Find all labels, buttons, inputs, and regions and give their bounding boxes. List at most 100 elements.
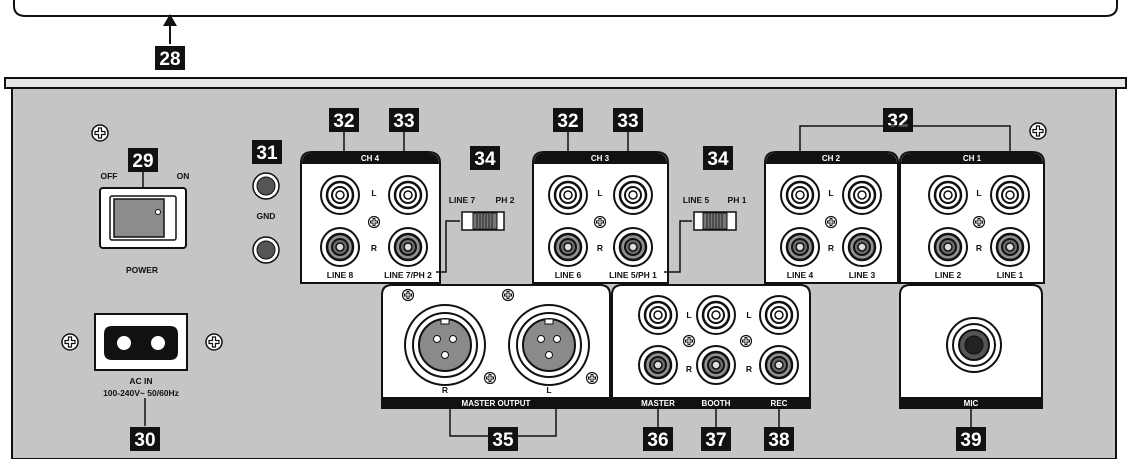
screw-icon: [972, 215, 986, 229]
line4-label: LINE 4: [787, 270, 814, 280]
ch2-line3-l-jack[interactable]: [841, 174, 883, 216]
svg-text:30: 30: [134, 430, 155, 451]
gnd-terminal-lower[interactable]: [252, 236, 280, 264]
power-label: POWER: [126, 265, 158, 275]
svg-text:29: 29: [132, 151, 153, 172]
callout-28: 28: [155, 46, 185, 70]
svg-text:CH 3: CH 3: [591, 154, 610, 163]
svg-text:39: 39: [960, 430, 981, 451]
line7-ph2-label: LINE 7/PH 2: [384, 270, 432, 280]
callout-33-ch3: 33: [613, 108, 643, 132]
callout-32-ch4: 32: [329, 108, 359, 132]
rec-r-jack[interactable]: [758, 344, 800, 386]
callout-34-ch4: 34: [470, 146, 500, 170]
ch3-line5-r-jack[interactable]: [612, 226, 654, 268]
svg-text:32: 32: [887, 111, 908, 132]
screw-icon: [824, 215, 838, 229]
ch1-r-label: R: [976, 243, 982, 253]
ph1-switch-label: PH 1: [728, 195, 747, 205]
svg-text:38: 38: [768, 430, 789, 451]
screw-icon: [593, 215, 607, 229]
ch2-line4-r-jack[interactable]: [779, 226, 821, 268]
svg-text:34: 34: [707, 149, 729, 170]
master-r-label: R: [686, 364, 692, 374]
line6-label: LINE 6: [555, 270, 582, 280]
callout-39: 39: [956, 427, 986, 451]
ch1-line2-r-jack[interactable]: [927, 226, 969, 268]
ch3-line5-l-jack[interactable]: [612, 174, 654, 216]
master-l-label: L: [686, 310, 691, 320]
ac-inlet[interactable]: [94, 313, 188, 371]
ch2-line3-r-jack[interactable]: [841, 226, 883, 268]
ac-in-label: AC IN: [129, 376, 152, 386]
ch2-r-label: R: [828, 243, 834, 253]
chassis-lip: [4, 77, 1127, 89]
line2-label: LINE 2: [935, 270, 962, 280]
svg-text:37: 37: [705, 430, 726, 451]
gnd-terminal-upper[interactable]: [252, 172, 280, 200]
svg-text:32: 32: [333, 111, 354, 132]
master-label: MASTER: [641, 399, 675, 408]
master-r-jack[interactable]: [637, 344, 679, 386]
booth-l-jack[interactable]: [695, 294, 737, 336]
ch2-line4-l-jack[interactable]: [779, 174, 821, 216]
ch1-line2-l-jack[interactable]: [927, 174, 969, 216]
svg-text:31: 31: [256, 143, 278, 164]
callout-34-ch3: 34: [703, 146, 733, 170]
screw-icon: [501, 288, 515, 302]
line5-ph1-label: LINE 5/PH 1: [609, 270, 657, 280]
channel-1-panel: CH 1: [899, 151, 1045, 284]
ch3-l-label: L: [597, 188, 602, 198]
on-label: ON: [177, 171, 190, 181]
master-output-r-xlr[interactable]: [404, 304, 486, 386]
ch4-line7-r-jack[interactable]: [387, 226, 429, 268]
ch4-line8-r-jack[interactable]: [319, 226, 361, 268]
ch1-line1-r-jack[interactable]: [989, 226, 1031, 268]
line5-ph1-selector-switch[interactable]: [693, 211, 737, 231]
line3-label: LINE 3: [849, 270, 876, 280]
booth-r-jack[interactable]: [695, 344, 737, 386]
svg-text:35: 35: [492, 430, 514, 451]
screw-icon: [205, 333, 223, 351]
callout-30: 30: [130, 427, 160, 451]
line5-switch-label: LINE 5: [683, 195, 710, 205]
callout-37: 37: [701, 427, 731, 451]
callout-36: 36: [643, 427, 673, 451]
ch3-line6-l-jack[interactable]: [547, 174, 589, 216]
line7-switch-label: LINE 7: [449, 195, 476, 205]
svg-text:36: 36: [647, 430, 668, 451]
master-output-l-xlr[interactable]: [508, 304, 590, 386]
line8-label: LINE 8: [327, 270, 354, 280]
svg-text:28: 28: [159, 49, 180, 70]
ch3-line6-r-jack[interactable]: [547, 226, 589, 268]
ch4-r-label: R: [371, 243, 377, 253]
screw-icon: [682, 334, 696, 348]
callout-38: 38: [764, 427, 794, 451]
mic-input-jack[interactable]: [946, 317, 1002, 373]
callout-35: 35: [488, 427, 518, 451]
screw-icon: [1029, 122, 1047, 140]
ch4-l-label: L: [371, 188, 376, 198]
ch4-line7-l-jack[interactable]: [387, 174, 429, 216]
power-switch[interactable]: [99, 187, 187, 249]
front-panel-edge: [13, 0, 1118, 17]
booth-l-label: L: [746, 310, 751, 320]
screw-icon: [367, 215, 381, 229]
gnd-label: GND: [257, 211, 276, 221]
svg-text:CH 4: CH 4: [361, 154, 380, 163]
line7-ph2-selector-switch[interactable]: [461, 211, 505, 231]
screw-icon: [91, 124, 109, 142]
ch1-line1-l-jack[interactable]: [989, 174, 1031, 216]
svg-text:CH 1: CH 1: [963, 154, 982, 163]
ch2-l-label: L: [828, 188, 833, 198]
svg-text:34: 34: [474, 149, 496, 170]
line1-label: LINE 1: [997, 270, 1024, 280]
master-l-jack[interactable]: [637, 294, 679, 336]
callout-29: 29: [128, 148, 158, 172]
ch4-line8-l-jack[interactable]: [319, 174, 361, 216]
rec-l-jack[interactable]: [758, 294, 800, 336]
screw-icon: [483, 371, 497, 385]
screw-icon: [739, 334, 753, 348]
arrow-up-icon: [163, 14, 177, 44]
